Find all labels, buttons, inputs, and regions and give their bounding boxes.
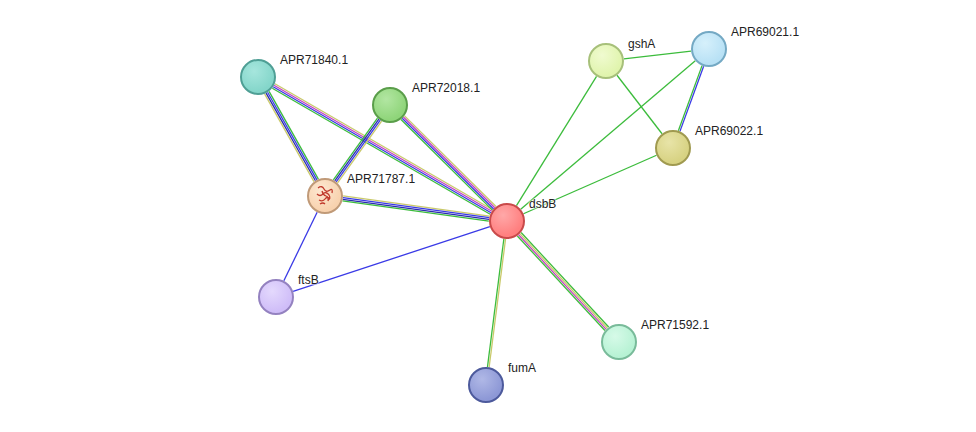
node-label: fumA xyxy=(508,361,536,375)
node-label: gshA xyxy=(628,37,655,51)
evidence-line xyxy=(617,75,662,133)
protein-node: APR71787.1 xyxy=(307,178,343,214)
evidence-line xyxy=(624,51,691,59)
protein-node: fumA xyxy=(468,367,504,403)
node-label: APR71840.1 xyxy=(280,53,348,67)
evidence-line xyxy=(342,201,488,221)
evidence-line xyxy=(402,118,493,209)
protein-node: APR69022.1 xyxy=(655,130,691,166)
protein-node: ftsB xyxy=(258,279,294,315)
interaction-edge xyxy=(487,239,505,368)
protein-node: APR69021.1 xyxy=(691,31,727,67)
structure-strand xyxy=(322,191,328,201)
evidence-line xyxy=(678,66,702,131)
evidence-line xyxy=(293,227,490,292)
structure-thumbnail xyxy=(309,180,340,211)
evidence-line xyxy=(273,87,491,213)
interaction-edge xyxy=(342,196,489,221)
node-label: dsbB xyxy=(529,197,556,211)
evidence-line xyxy=(343,196,489,216)
node-label: APR71787.1 xyxy=(347,172,415,186)
node-label: APR69021.1 xyxy=(731,25,799,39)
evidence-line xyxy=(519,235,607,330)
evidence-line xyxy=(284,212,317,281)
evidence-line xyxy=(523,155,656,214)
evidence-line xyxy=(343,199,489,219)
interaction-edge xyxy=(624,51,691,59)
protein-node: gshA xyxy=(588,43,624,79)
evidence-line xyxy=(265,94,314,182)
node-label: APR72018.1 xyxy=(412,81,480,95)
evidence-line xyxy=(517,236,605,331)
interaction-edge xyxy=(523,155,656,214)
evidence-line xyxy=(333,118,377,180)
protein-node: APR71840.1 xyxy=(240,59,276,95)
evidence-line xyxy=(487,239,503,367)
interaction-edge xyxy=(284,212,317,281)
evidence-line xyxy=(489,239,505,367)
structure-strand xyxy=(318,187,332,193)
evidence-line xyxy=(521,61,696,210)
interaction-edge xyxy=(293,227,490,292)
interaction-edge xyxy=(678,66,703,132)
evidence-line xyxy=(343,198,489,218)
evidence-line xyxy=(521,232,609,327)
node-label: APR69022.1 xyxy=(695,124,763,138)
interaction-edge xyxy=(401,116,496,210)
evidence-line xyxy=(520,234,608,329)
evidence-line xyxy=(335,119,379,181)
protein-node: dsbB xyxy=(489,203,525,239)
evidence-line xyxy=(403,117,494,208)
node-label: ftsB xyxy=(298,273,319,287)
interaction-edge xyxy=(272,84,492,214)
protein-node: APR72018.1 xyxy=(372,87,408,123)
structure-strand xyxy=(320,203,325,204)
protein-node: APR71592.1 xyxy=(601,324,637,360)
interaction-edge xyxy=(517,232,608,330)
evidence-line xyxy=(405,116,496,207)
interaction-edge xyxy=(617,75,662,133)
evidence-line xyxy=(401,119,492,210)
interaction-edge xyxy=(521,61,696,210)
evidence-line xyxy=(680,66,704,131)
node-label: APR71592.1 xyxy=(641,318,709,332)
